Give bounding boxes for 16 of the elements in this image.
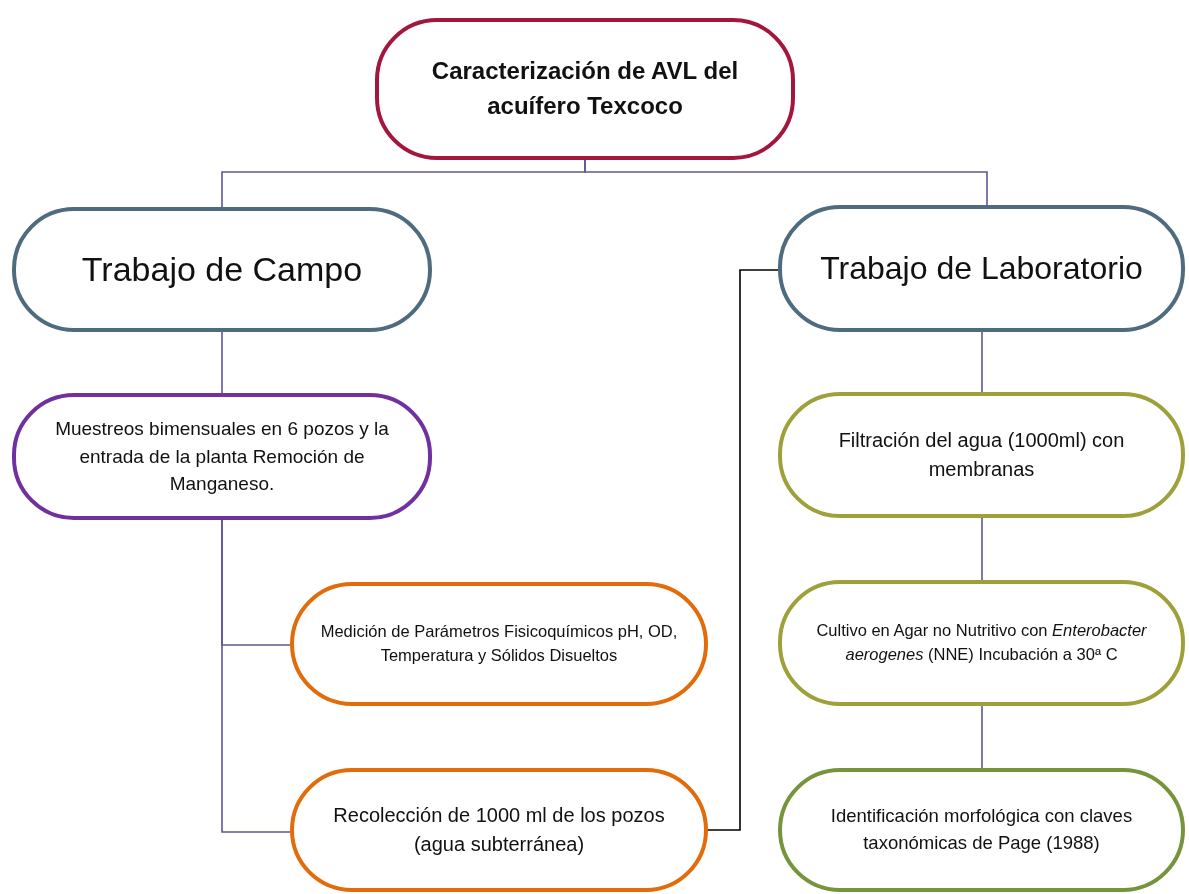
box-text: Muestreos bimensuales en 6 pozos y la entrada de la planta Remoción de Manganeso. xyxy=(54,417,390,497)
connector-line xyxy=(981,517,983,581)
box-text: Recolección de 1000 ml de los pozos (agua subterránea) xyxy=(332,803,666,857)
connector-line xyxy=(221,331,223,394)
box-text: Filtración del agua (1000ml) con membranas xyxy=(837,428,1126,482)
connector-line xyxy=(221,519,291,833)
connector-line xyxy=(707,269,779,831)
connector-line xyxy=(981,331,983,393)
box-text: Cultivo en Agar no Nutritivo con Enterobacter aerogenes (NNE) Incubación a 30ª C xyxy=(815,620,1148,665)
box-text: Trabajo de Laboratorio xyxy=(820,249,1143,289)
box-text: Identificación morfológica con claves taxonómicas de Page (1988) xyxy=(829,804,1134,855)
box-text: Trabajo de Campo xyxy=(81,248,363,290)
box-text: Caracterización de AVL del acuífero Texcoco xyxy=(430,56,740,121)
connector-line xyxy=(584,159,988,206)
connector-line xyxy=(981,705,983,769)
box-text: Medición de Parámetros Fisicoquímicos pH, OD, Temperatura y Sólidos Disueltos xyxy=(319,621,679,666)
